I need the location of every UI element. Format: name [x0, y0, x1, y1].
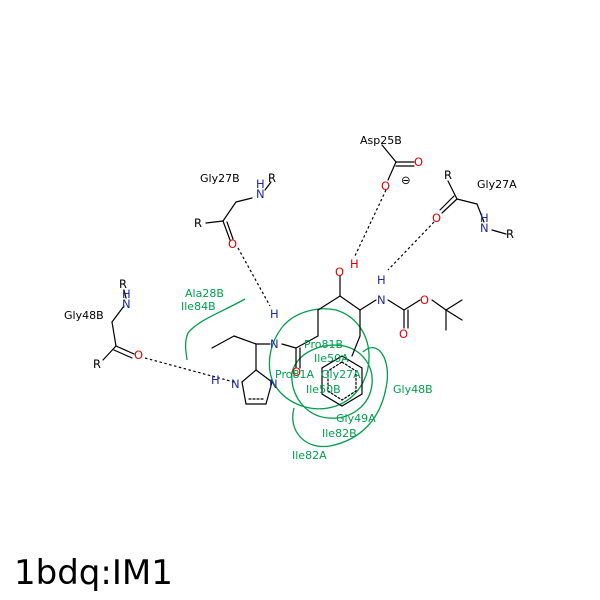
atom-h-gly27b: H	[256, 177, 265, 191]
charge-icon: ⊖	[401, 173, 411, 187]
residue-label-gly48b: Gly48B	[64, 309, 104, 322]
residue-label-ala28b: Ala28B	[185, 287, 224, 300]
atom-n-amide: N	[270, 337, 279, 351]
residue-labels: Asp25B Gly27B Gly27A Gly48B	[64, 134, 517, 322]
residue-label-ile84b: Ile84B	[181, 300, 216, 313]
residue-label-gly49a: Gly49A	[336, 412, 376, 425]
atom-o-gly27b: O	[228, 237, 237, 251]
atom-o-asp25b-1: O	[414, 155, 423, 169]
atom-o-gly48b: O	[134, 348, 143, 362]
atom-h-hydroxyl: H	[350, 257, 359, 271]
atom-o-asp25b-2: O	[381, 179, 390, 193]
residue-label-gly27a-inner: Gly27A	[321, 368, 361, 381]
atom-r-gly48b-2: R	[93, 357, 101, 371]
hbond-asp25b	[353, 189, 387, 259]
hydrophobic-arc-ala28b	[184, 298, 246, 361]
residue-label-pro81b: Pro81B	[304, 338, 343, 351]
hydrophobic-arc-gly48b	[292, 347, 388, 448]
atom-n-imidazole-2: N	[269, 377, 278, 391]
atom-h-imidazole: H	[211, 373, 220, 387]
atom-h-carbamate: H	[377, 273, 386, 287]
atom-o-carbamate-1: O	[420, 293, 429, 307]
residue-label-ile82a: Ile82A	[292, 449, 327, 462]
atom-n-carbamate: N	[377, 293, 386, 307]
residue-label-gly48b-right: Gly48B	[393, 383, 433, 396]
hydrophobic-contacts	[184, 298, 388, 448]
atom-n-imidazole-1: N	[231, 377, 240, 391]
atom-o-hydroxyl: O	[335, 265, 344, 279]
residue-label-pro81a: Pro81A	[275, 368, 314, 381]
atom-n-gly27b: N	[256, 187, 265, 201]
residue-label-gly27b: Gly27B	[200, 172, 240, 185]
hydrophobic-arc-ile82b	[291, 344, 373, 419]
hbond-gly27a	[387, 221, 435, 271]
atom-r-gly27b-2: R	[194, 216, 202, 230]
hydrophobic-arc-pro81b	[268, 308, 370, 410]
diagram-title: 1bdq:IM1	[14, 553, 173, 593]
atom-r-gly27a-2: R	[506, 227, 514, 241]
atom-h-gly27a: H	[480, 211, 489, 225]
atom-labels: O O ⊖ N H R R O R O N H R R N H R O H N …	[93, 155, 514, 391]
atom-r-gly27b-1: R	[268, 171, 276, 185]
atom-o-gly27a: O	[432, 211, 441, 225]
hydrophobic-labels: Ala28B Ile84B Pro81B Ile50A Pro81A Gly27…	[181, 287, 433, 462]
residue-label-ile50a: Ile50A	[314, 352, 349, 365]
atom-o-amide: O	[292, 365, 301, 379]
residue-label-gly27a: Gly27A	[477, 178, 517, 191]
atom-o-carbamate-2: O	[399, 327, 408, 341]
residue-label-ile50b: Ile50B	[306, 383, 341, 396]
atom-r-gly27a-1: R	[444, 168, 452, 182]
bonds	[102, 144, 507, 407]
residue-label-asp25b: Asp25B	[360, 134, 402, 147]
residue-label-ile82b: Ile82B	[322, 427, 357, 440]
hbond-gly27b	[237, 247, 271, 307]
atom-r-gly48b-1: R	[119, 277, 127, 291]
hydrogen-bonds	[144, 189, 435, 383]
atom-n-gly27a: N	[480, 221, 489, 235]
hbond-gly48b	[144, 357, 235, 383]
atom-h-gly48b: H	[122, 287, 131, 301]
atom-h-amide: H	[270, 307, 279, 321]
atom-n-gly48b: N	[122, 297, 131, 311]
